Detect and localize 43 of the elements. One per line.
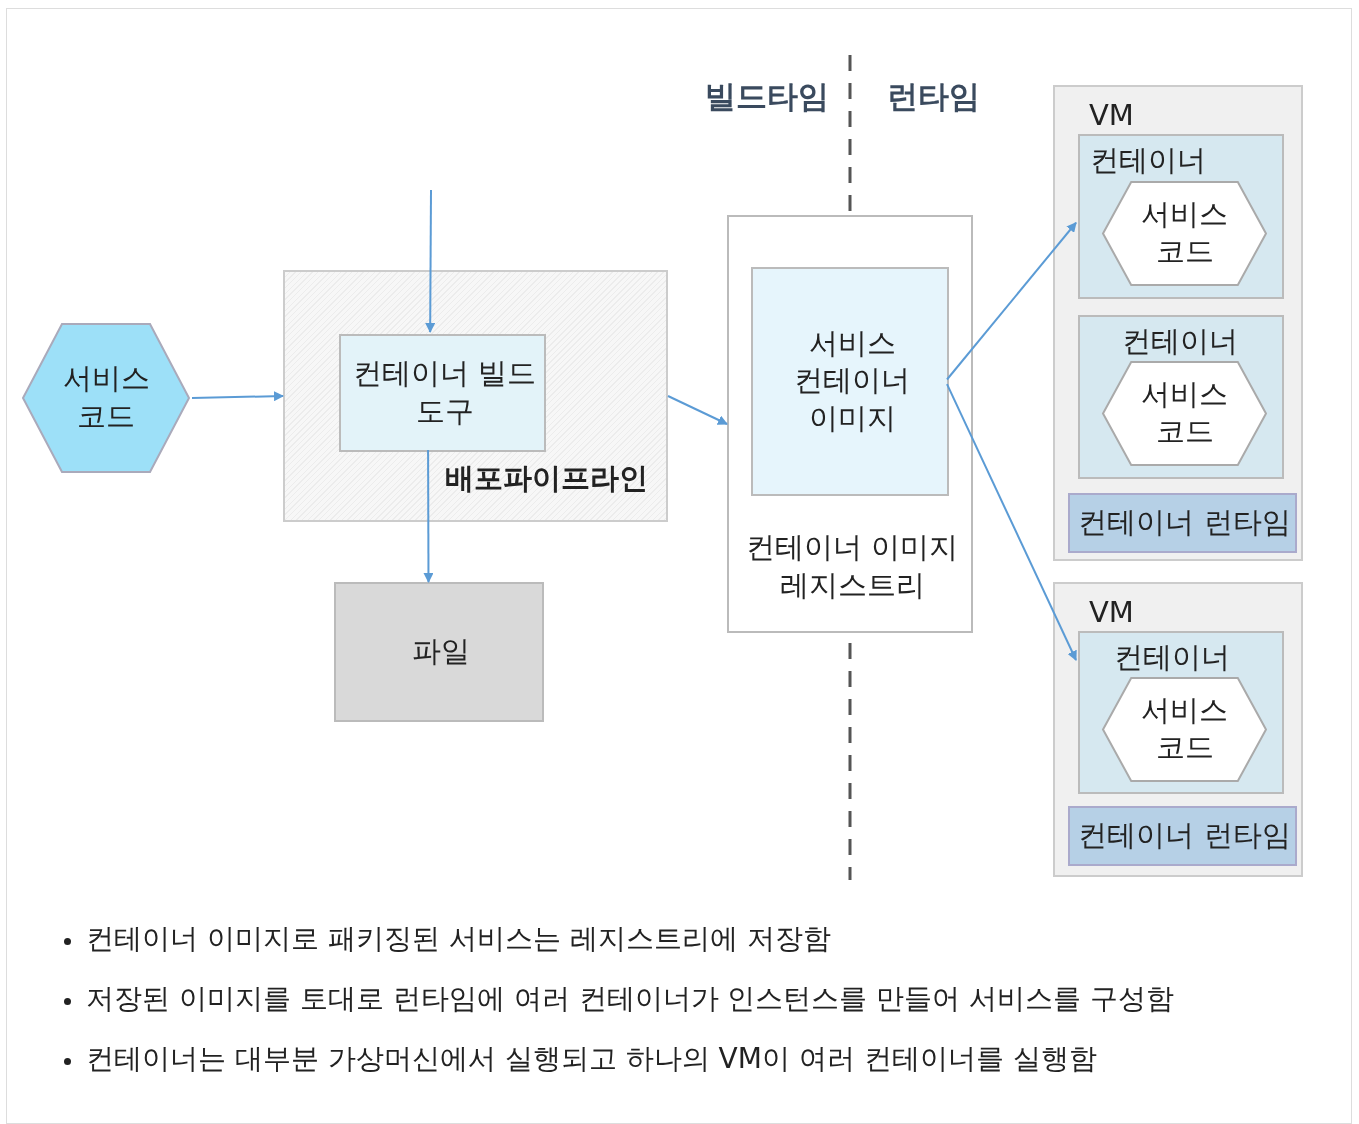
hexagon-node [22,323,190,473]
process-box [1078,134,1284,299]
node-label: 서비스 코드 [1140,195,1229,271]
hexagon-node [1102,361,1267,466]
process-box [334,582,544,722]
hexagon-node [1102,677,1267,782]
process-box [1053,85,1303,561]
arrow [425,189,436,333]
process-box [1068,806,1297,866]
arrow [423,449,434,583]
hexagon-node [1102,181,1267,286]
process-box [1053,582,1303,877]
process-box [751,267,949,496]
process-box [1078,631,1284,794]
node-label: 컨테이너 [1114,639,1231,676]
pipeline-label: 배포파이프라인 [445,460,648,497]
node-label: 서비스 코드 [61,360,151,435]
node-label: 컨테이너 이미지 레지스트리 [744,529,960,604]
arrow [667,395,728,425]
note-text: 컨테이너 이미지로 패키징된 서비스는 레지스트리에 저장함 [86,921,831,957]
node-label: 서비스 코드 [1140,375,1229,451]
node-label: VM [1089,97,1135,134]
process-box [727,215,973,633]
node-label: 서비스 컨테이너 이미지 [793,324,911,438]
node-label: 컨테이너 [1090,142,1207,179]
node-label: VM [1089,594,1135,631]
note-text: 컨테이너는 대부분 가상머신에서 실행되고 하나의 VM이 여러 컨테이너를 실행함 [86,1041,1097,1077]
node-label: 컨테이너 빌드 도구 [351,355,538,430]
node-label: 컨테이너 런타임 [1077,817,1292,855]
process-box [1078,315,1284,479]
phase-label: 빌드타임 [705,77,829,116]
phase-label: 런타임 [887,77,980,116]
arrow [191,391,284,402]
pipeline-box [283,270,668,522]
process-box [339,334,546,452]
node-label: 파일 [411,633,471,671]
node-label: 컨테이너 런타임 [1077,504,1292,542]
note-text: 저장된 이미지를 토대로 런타임에 여러 컨테이너가 인스턴스를 만들어 서비스를 구성함 [86,981,1175,1017]
arrow [946,221,1077,381]
arrow [946,383,1077,661]
process-box [1068,493,1297,553]
node-label: 서비스 코드 [1140,691,1229,767]
node-label: 컨테이너 [1122,323,1239,360]
